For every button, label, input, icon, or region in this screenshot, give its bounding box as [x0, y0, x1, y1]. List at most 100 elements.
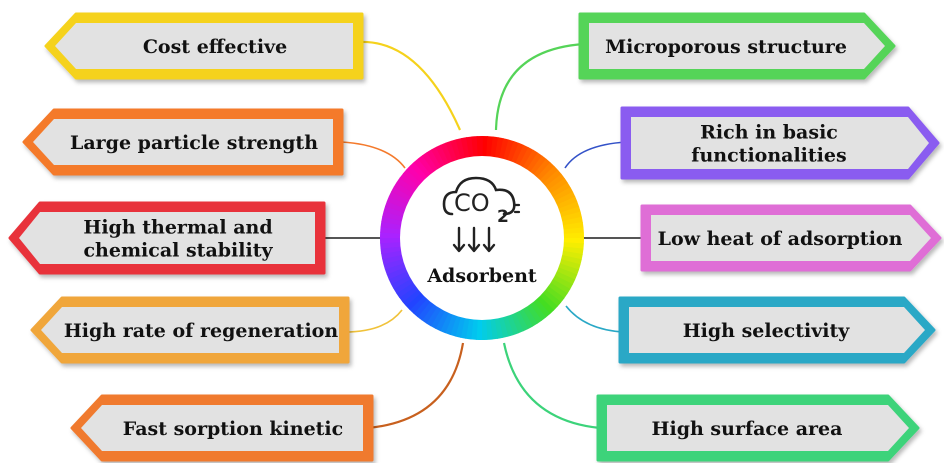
ring-segment [437, 157, 442, 160]
ring-segment [506, 150, 511, 152]
ring-segment [546, 174, 550, 178]
ring-segment [491, 328, 496, 329]
ring-segment [454, 150, 459, 152]
ring-segment [414, 298, 418, 302]
ring-segment [571, 219, 572, 224]
ring-segment [468, 147, 473, 148]
ring-segment [441, 155, 446, 157]
ring-segment [399, 196, 401, 201]
ring-segment [565, 201, 567, 206]
ring-segment [558, 284, 561, 289]
ring-segment [467, 328, 472, 329]
ring-segment [453, 324, 458, 326]
ring-segment [565, 271, 567, 276]
ring-segment [531, 312, 536, 315]
co2-label: CO [454, 189, 490, 217]
box-label-cost-effective: Cost effective [143, 36, 287, 58]
ring-segment [496, 327, 501, 328]
ring-segment [549, 295, 553, 299]
connector-high-surface-area [504, 343, 600, 428]
box-label-high-selectivity: High selectivity [683, 320, 851, 342]
ring-segment [501, 149, 506, 150]
connector-fast-sorption-kinetic [368, 343, 463, 428]
ring-segment [571, 252, 572, 257]
ring-segment [411, 295, 415, 299]
ring-segment [552, 291, 555, 295]
ring-segment [515, 153, 520, 155]
ring-segment [528, 159, 533, 162]
box-label-rate-of-regeneration: High rate of regeneration [64, 320, 339, 342]
ring-segment [563, 275, 565, 280]
co2-subscript: 2 [497, 207, 509, 227]
ring-segment [395, 265, 397, 270]
center-disc [400, 156, 564, 320]
ring-segment [391, 247, 392, 252]
connector-cost-effective [360, 42, 460, 130]
ring-segment [408, 180, 411, 184]
ring-segment [445, 153, 450, 155]
ring-segment [567, 266, 569, 271]
ring-segment [492, 147, 497, 148]
connector-microporous-structure [496, 44, 584, 130]
ring-segment [519, 155, 524, 157]
box-label-large-particle-strength: Large particle strength [70, 132, 318, 154]
ring-segment [428, 311, 433, 314]
ring-segment [458, 149, 463, 150]
ring-segment [556, 185, 559, 190]
ring-segment [449, 323, 454, 325]
ring-segment [393, 214, 394, 219]
ring-segment [393, 256, 394, 261]
ring-segment [462, 327, 467, 328]
ring-segment [535, 164, 539, 167]
ring-segment [425, 164, 429, 167]
ring-segment [505, 325, 510, 327]
ring-segment [523, 317, 528, 320]
ring-segment [394, 261, 396, 266]
ring-segment [523, 157, 528, 160]
ring-segment [449, 151, 454, 153]
ring-segment [535, 309, 539, 312]
ring-segment [424, 308, 428, 311]
ring-segment [391, 223, 392, 228]
ring-segment [405, 287, 408, 292]
ring-segment [408, 291, 411, 295]
ring-segment [563, 197, 565, 202]
ring-segment [395, 205, 397, 210]
connector-high-selectivity [566, 306, 624, 332]
ring-segment [558, 188, 561, 193]
ring-segment [417, 302, 421, 306]
ring-segment [414, 173, 418, 177]
ring-segment [567, 205, 569, 210]
ring-segment [418, 170, 422, 174]
center-title: Adsorbent [426, 265, 537, 287]
ring-segment [543, 170, 547, 174]
ring-segment [432, 314, 437, 317]
box-label-high-surface-area: High surface area [652, 418, 843, 440]
ring-segment [527, 314, 532, 317]
ring-segment [539, 306, 543, 310]
ring-segment [568, 262, 570, 267]
connector-basic-functionalities [565, 142, 626, 168]
ring-segment [500, 326, 505, 327]
ring-segment [458, 326, 463, 327]
ring-segment [392, 218, 393, 223]
ring-segment [401, 192, 404, 197]
ring-segment [421, 167, 425, 171]
ring-segment [496, 148, 501, 149]
ring-segment [401, 279, 404, 284]
ring-segment [542, 302, 546, 306]
box-label-microporous-structure: Microporous structure [605, 36, 847, 58]
ring-segment [550, 177, 554, 181]
ring-segment [463, 148, 468, 149]
ring-segment [555, 288, 558, 293]
ring-segment [397, 200, 399, 205]
ring-segment [436, 316, 441, 319]
ring-segment [561, 193, 564, 198]
ring-segment [560, 279, 563, 284]
ring-segment [444, 321, 449, 323]
ring-segment [509, 323, 514, 325]
ring-segment [403, 188, 406, 193]
box-label-thermal-chemical-stability: chemical stability [83, 240, 273, 262]
